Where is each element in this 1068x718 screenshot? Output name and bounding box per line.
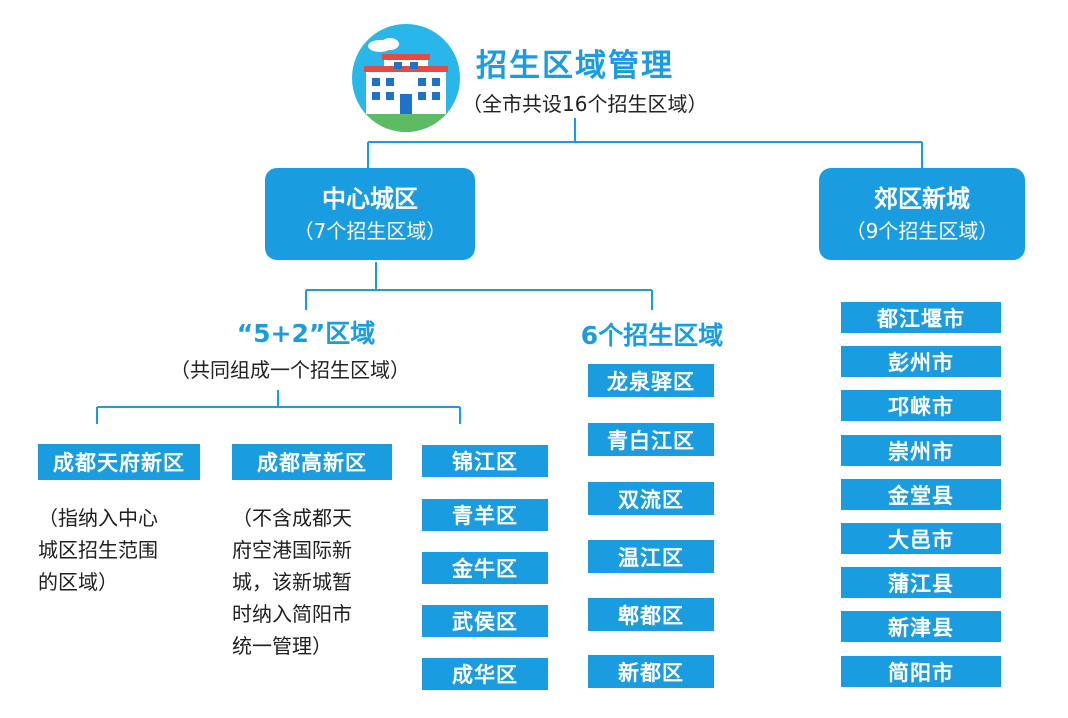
gaoxin-note-line: 城，该新城暂 <box>232 570 352 594</box>
tianfu-note-line: 的区域） <box>38 570 118 594</box>
gaoxin-note-line: （不含成都天 <box>232 506 352 530</box>
central-city-title: 中心城区 <box>322 185 418 213</box>
district-box: 蒲江县 <box>841 567 1001 598</box>
district-box: 简阳市 <box>841 656 1001 687</box>
central-city-box: 中心城区 （7个招生区域） <box>265 168 475 260</box>
district-box: 成华区 <box>422 658 548 690</box>
gaoxin-note: （不含成都天 府空港国际新 城，该新城暂 时纳入简阳市 统一管理） <box>232 502 407 662</box>
six-zones-title: 6个招生区域 <box>580 321 724 350</box>
page-title: 招生区域管理 <box>476 48 674 84</box>
district-box: 青羊区 <box>422 499 548 531</box>
gaoxin-note-line: 府空港国际新 <box>232 538 352 562</box>
tianfu-note-line: 城区招生范围 <box>38 538 158 562</box>
district-box: 都江堰市 <box>841 302 1001 333</box>
district-box: 青白江区 <box>588 423 714 456</box>
district-box: 新都区 <box>588 655 714 688</box>
district-box: 彭州市 <box>841 346 1001 377</box>
district-box: 金堂县 <box>841 479 1001 510</box>
gaoxin-note-line: 时纳入简阳市 <box>232 602 352 626</box>
district-box: 新津县 <box>841 611 1001 642</box>
central-city-subtitle: （7个招生区域） <box>293 219 447 243</box>
district-box: 金牛区 <box>422 552 548 584</box>
district-box: 温江区 <box>588 540 714 573</box>
tianfu-new-area: 成都天府新区 <box>38 444 200 480</box>
page-subtitle: （全市共设16个招生区域） <box>462 92 708 116</box>
school-building-icon <box>352 24 460 132</box>
district-box: 崇州市 <box>841 435 1001 466</box>
suburban-title: 郊区新城 <box>874 185 970 213</box>
district-box: 双流区 <box>588 482 714 515</box>
five-plus-two-subtitle: （共同组成一个招生区域） <box>170 358 410 382</box>
gaoxin-district: 成都高新区 <box>232 444 392 480</box>
district-box: 武侯区 <box>422 605 548 637</box>
district-box: 大邑市 <box>841 523 1001 554</box>
district-box: 邛崃市 <box>841 390 1001 421</box>
suburban-subtitle: （9个招生区域） <box>845 219 999 243</box>
gaoxin-note-line: 统一管理） <box>232 634 332 658</box>
tianfu-note-line: （指纳入中心 <box>38 506 158 530</box>
district-box: 郫都区 <box>588 598 714 631</box>
district-box: 锦江区 <box>422 445 548 477</box>
district-box: 龙泉驿区 <box>588 364 714 397</box>
tianfu-note: （指纳入中心 城区招生范围 的区域） <box>38 502 213 598</box>
suburban-box: 郊区新城 （9个招生区域） <box>819 168 1025 260</box>
five-plus-two-title: “5+2”区域 <box>236 319 376 348</box>
